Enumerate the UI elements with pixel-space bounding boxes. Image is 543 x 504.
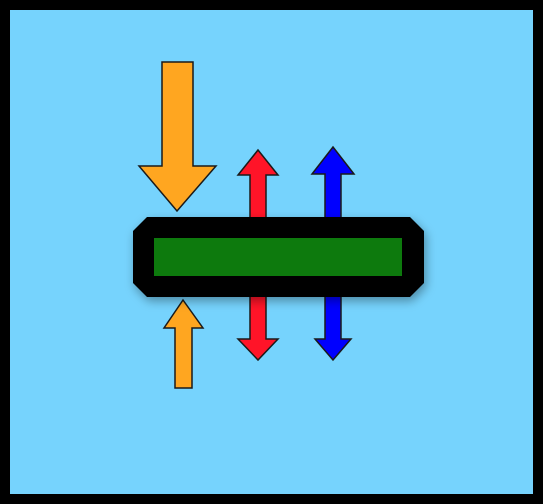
orange-arrow-large [137,61,218,213]
slab [133,217,424,297]
blue-arrow-lower [313,295,353,362]
slab-inner-bar [154,238,402,276]
red-arrow-lower [236,295,280,362]
orange-arrow-small [162,298,205,389]
